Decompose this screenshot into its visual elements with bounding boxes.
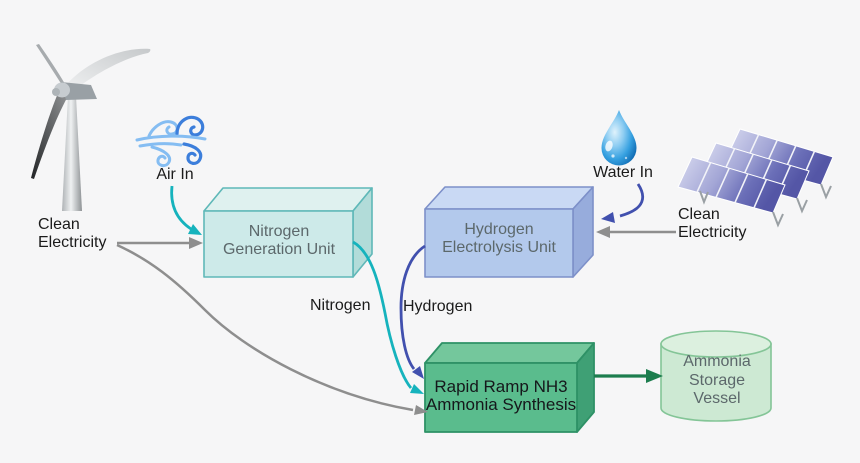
ammonia-flow-arrow xyxy=(594,369,663,383)
electricity-to-nitrogen-arrow xyxy=(117,237,203,249)
nitrogen-generation-unit-label: Nitrogen Generation Unit xyxy=(222,223,336,258)
hydrogen-electrolysis-unit-label: Hydrogen Electrolysis Unit xyxy=(442,221,556,256)
air-in-label: Air In xyxy=(156,166,194,183)
ammonia-synthesis-unit-box xyxy=(424,342,595,433)
ammonia-storage-vessel-cylinder xyxy=(660,330,772,422)
nitrogen-flow-arrow xyxy=(352,240,424,394)
electricity-to-electrolysis-arrow xyxy=(596,226,676,238)
flow-arrows xyxy=(116,183,676,415)
clean-electricity-wind-label: Clean Electricity xyxy=(38,216,107,251)
clean-electricity-solar-label: Clean Electricity xyxy=(678,206,747,241)
hydrogen-electrolysis-unit-box xyxy=(424,186,594,278)
water-in-label: Water In xyxy=(593,164,653,181)
electricity-to-synthesis-arrow xyxy=(116,243,428,415)
water-drop-icon xyxy=(601,110,637,166)
ammonia-synthesis-unit-label: Rapid Ramp NH3 Ammonia Synthesis xyxy=(425,377,577,414)
ammonia-storage-vessel-label: Ammonia Storage Vessel xyxy=(683,353,751,407)
water-in-arrow xyxy=(601,183,645,223)
nitrogen-flow-label: Nitrogen xyxy=(310,297,371,314)
air-in-arrow xyxy=(170,185,202,235)
hydrogen-flow-label: Hydrogen xyxy=(403,298,473,315)
wind-turbine-icon xyxy=(31,44,151,211)
hydrogen-flow-arrow xyxy=(399,244,426,379)
wind-swirl-icon xyxy=(135,115,207,168)
